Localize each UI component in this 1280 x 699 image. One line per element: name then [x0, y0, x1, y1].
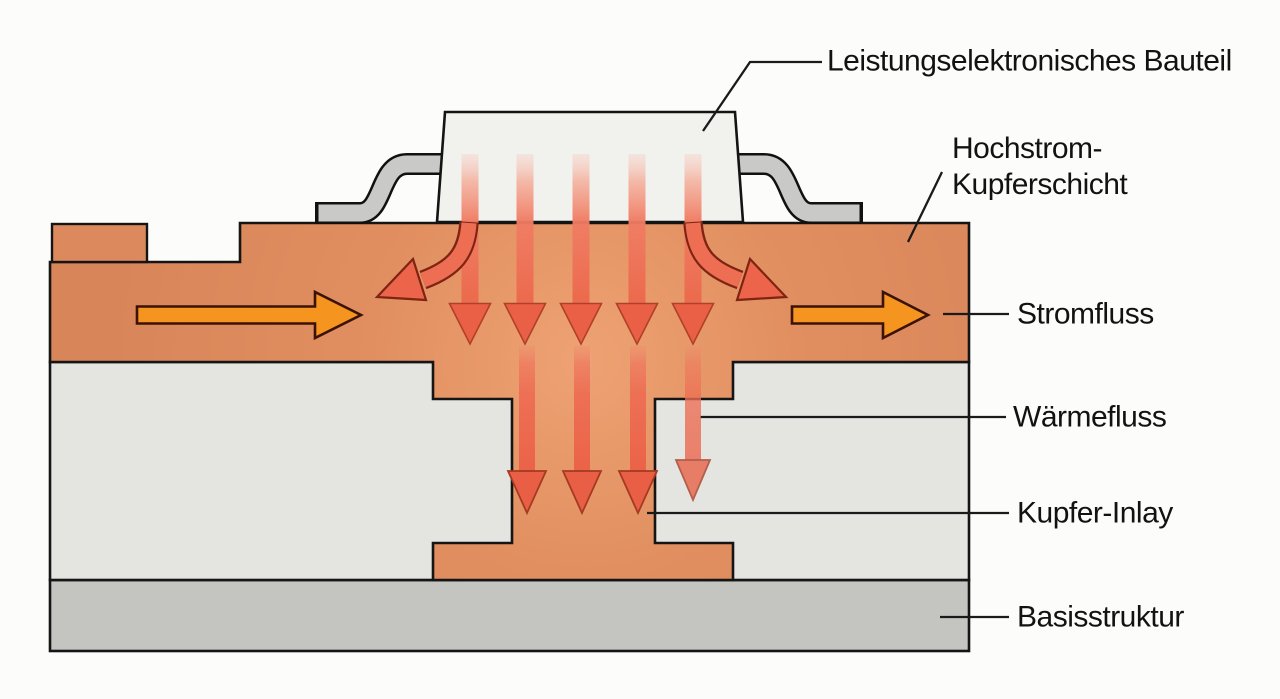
heat-spread-arrow-right — [683, 221, 789, 302]
heat-spread-arrow-left — [374, 221, 479, 302]
label-copper-layer-line2: Kupferschicht — [952, 168, 1128, 201]
label-copper-layer: Hochstrom- Kupferschicht — [952, 131, 1128, 203]
heat-flow-arrows-lower — [506, 346, 712, 516]
component-body-shape — [435, 110, 745, 224]
heat-flow-arrows-upper — [374, 154, 789, 346]
current-arrow-left — [135, 289, 364, 341]
isolated-pad-shape — [50, 222, 149, 264]
left-lead — [318, 155, 450, 222]
right-lead — [731, 155, 860, 222]
current-arrow-right — [790, 289, 931, 341]
current-flow-arrows — [135, 289, 931, 341]
label-component: Leistungselektronisches Bauteil — [827, 44, 1232, 78]
pointer-copper-layer — [906, 171, 944, 243]
label-current-flow: Stromfluss — [1017, 297, 1154, 331]
pointer-component — [702, 60, 822, 132]
base-structure-shape — [48, 578, 971, 653]
label-base-structure: Basisstruktur — [1017, 600, 1184, 634]
label-heat-flow: Wärmefluss — [1013, 400, 1167, 434]
label-copper-layer-line1: Hochstrom- — [952, 132, 1103, 165]
component-leads — [315, 153, 863, 224]
label-copper-inlay: Kupfer-Inlay — [1017, 496, 1173, 530]
pointer-lines — [647, 60, 1009, 619]
